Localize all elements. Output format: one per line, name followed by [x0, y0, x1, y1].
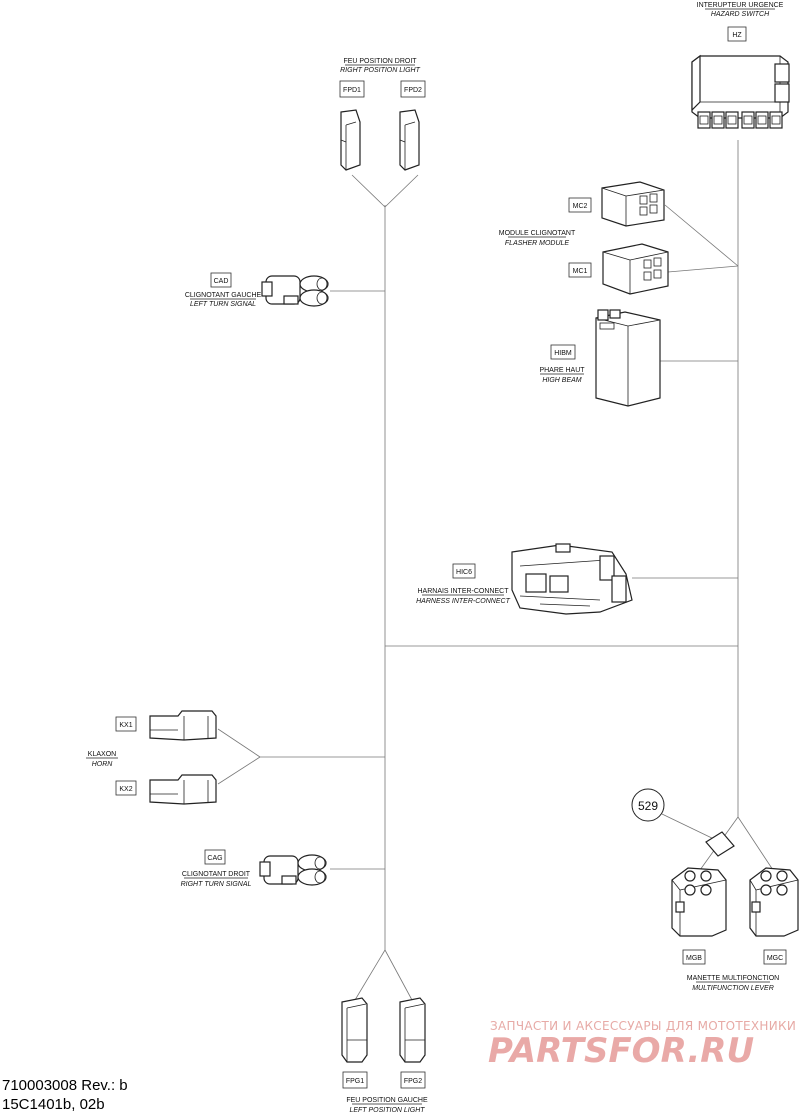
figure-reference: 15C1401b, 02b [2, 1096, 105, 1113]
multifunction-lever-label-fr: MANETTE MULTIFONCTION [687, 975, 779, 982]
fpd2-code-box [400, 80, 426, 98]
mgb-code-box [682, 949, 706, 965]
flasher-module-label-fr: MODULE CLIGNOTANT [499, 230, 576, 237]
callout-circle [631, 788, 665, 822]
mgc-connector [749, 867, 799, 937]
right-position-light-label-fr: FEU POSITION DROIT [343, 58, 417, 65]
mc1-code-box [568, 262, 592, 278]
mc1-code: MC1 [573, 268, 588, 275]
callout-number: 529 [638, 799, 658, 813]
high-beam-group: HIBM PHARE HAUT HIGH BEAM [539, 309, 661, 407]
hibm-code: HIBM [554, 350, 572, 357]
hazard-switch-connector [691, 54, 790, 129]
cad-code: CAD [214, 278, 229, 285]
flasher-module-label-en: FLASHER MODULE [505, 240, 570, 247]
fpd2-connector [399, 109, 420, 171]
kx1-code-box [115, 716, 137, 732]
left-turn-signal-label-fr: CLIGNOTANT GAUCHE [185, 292, 262, 299]
harness-interconnect-label-fr: HARNAIS INTER-CONNECT [417, 588, 509, 595]
harness-interconnect-label-en: HARNESS INTER-CONNECT [416, 598, 510, 605]
hic6-code-box [452, 563, 476, 579]
watermark-logo: PARTSFOR.RU [488, 1031, 754, 1071]
right-position-light-group: FEU POSITION DROIT RIGHT POSITION LIGHT … [339, 58, 426, 171]
harness-interconnect-group: HIC6 HARNAIS INTER-CONNECT HARNESS INTER… [416, 543, 633, 615]
right-turn-signal-label-fr: CLIGNOTANT DROIT [182, 871, 251, 878]
cag-connector [259, 854, 327, 886]
left-turn-signal-group: CAD CLIGNOTANT GAUCHE LEFT TURN SIGNAL [185, 272, 329, 308]
high-beam-label-en: HIGH BEAM [542, 377, 581, 384]
horn-label-fr: KLAXON [88, 751, 116, 758]
mgc-code-box [763, 949, 787, 965]
left-turn-signal-label-en: LEFT TURN SIGNAL [190, 301, 256, 308]
cag-code-box [204, 849, 226, 865]
fpd2-code: FPD2 [404, 87, 422, 94]
left-position-light-label-fr: FEU POSITION GAUCHE [346, 1097, 428, 1104]
left-position-light-label-en: LEFT POSITION LIGHT [349, 1107, 425, 1114]
mgb-connector [671, 867, 727, 937]
fpg1-code: FPG1 [346, 1078, 364, 1085]
mc2-code-box [568, 197, 592, 213]
hazard-switch-group: INTERUPTEUR URGENCE HAZARD SWITCH HZ [691, 2, 790, 129]
callout-529-group: 529 [631, 788, 735, 857]
mgc-code: MGC [767, 955, 783, 962]
cad-connector [261, 275, 329, 307]
cag-code: CAG [207, 855, 222, 862]
hibm-code-box [550, 344, 576, 360]
mc1-connector [602, 243, 669, 295]
watermark-tagline: ЗАПЧАСТИ И АКСЕССУАРЫ ДЛЯ МОТОТЕХНИКИ [490, 1019, 796, 1033]
hazard-switch-label-fr: INTERUPTEUR URGENCE [697, 2, 784, 9]
fpg2-code-box [400, 1071, 426, 1089]
multifunction-lever-label-en: MULTIFUNCTION LEVER [692, 985, 774, 992]
right-position-light-label-en: RIGHT POSITION LIGHT [340, 67, 420, 74]
kx2-connector [149, 774, 217, 805]
mc2-code: MC2 [573, 203, 588, 210]
hazard-switch-label-en: HAZARD SWITCH [711, 11, 770, 18]
horn-group: KX1 KLAXON HORN KX2 [86, 710, 217, 805]
multifunction-lever-group: MGB MGC MANETTE MULTIFONCTION MULTIFUNCT… [671, 867, 799, 992]
fpd1-code: FPD1 [343, 87, 361, 94]
footer: 710003008 Rev.: b 15C1401b, 02b [2, 1077, 128, 1113]
high-beam-connector [595, 309, 661, 407]
horn-label-en: HORN [92, 761, 114, 768]
kx1-connector [149, 710, 217, 741]
fpg1-connector [341, 997, 368, 1063]
kx1-code: KX1 [119, 722, 132, 729]
fpd1-code-box [339, 80, 365, 98]
fpg2-connector [399, 997, 426, 1063]
high-beam-label-fr: PHARE HAUT [539, 367, 585, 374]
left-position-light-group: FPG1 FPG2 FEU POSITION GAUCHE LEFT POSIT… [341, 997, 428, 1114]
cad-code-box [210, 272, 232, 288]
flasher-module-group: MC2 MODULE CLIGNOTANT FLASHER MODULE MC1 [499, 181, 669, 295]
right-turn-signal-group: CAG CLIGNOTANT DROIT RIGHT TURN SIGNAL [181, 849, 327, 888]
kx2-code: KX2 [119, 786, 132, 793]
fpg1-code-box [342, 1071, 368, 1089]
mc2-connector [601, 181, 665, 227]
fpd1-connector [340, 109, 361, 171]
diode-component [705, 831, 735, 857]
kx2-code-box [115, 780, 137, 796]
mgb-code: MGB [686, 955, 702, 962]
wire-network [217, 140, 774, 1001]
hic6-code: HIC6 [456, 569, 472, 576]
document-number: 710003008 Rev.: b [2, 1077, 128, 1094]
watermark: ЗАПЧАСТИ И АКСЕССУАРЫ ДЛЯ МОТОТЕХНИКИ PA… [488, 1019, 796, 1071]
fpg2-code: FPG2 [404, 1078, 422, 1085]
right-turn-signal-label-en: RIGHT TURN SIGNAL [181, 881, 252, 888]
hic6-connector [511, 543, 633, 615]
hazard-switch-code-box [727, 26, 747, 42]
hazard-switch-code: HZ [732, 32, 742, 39]
